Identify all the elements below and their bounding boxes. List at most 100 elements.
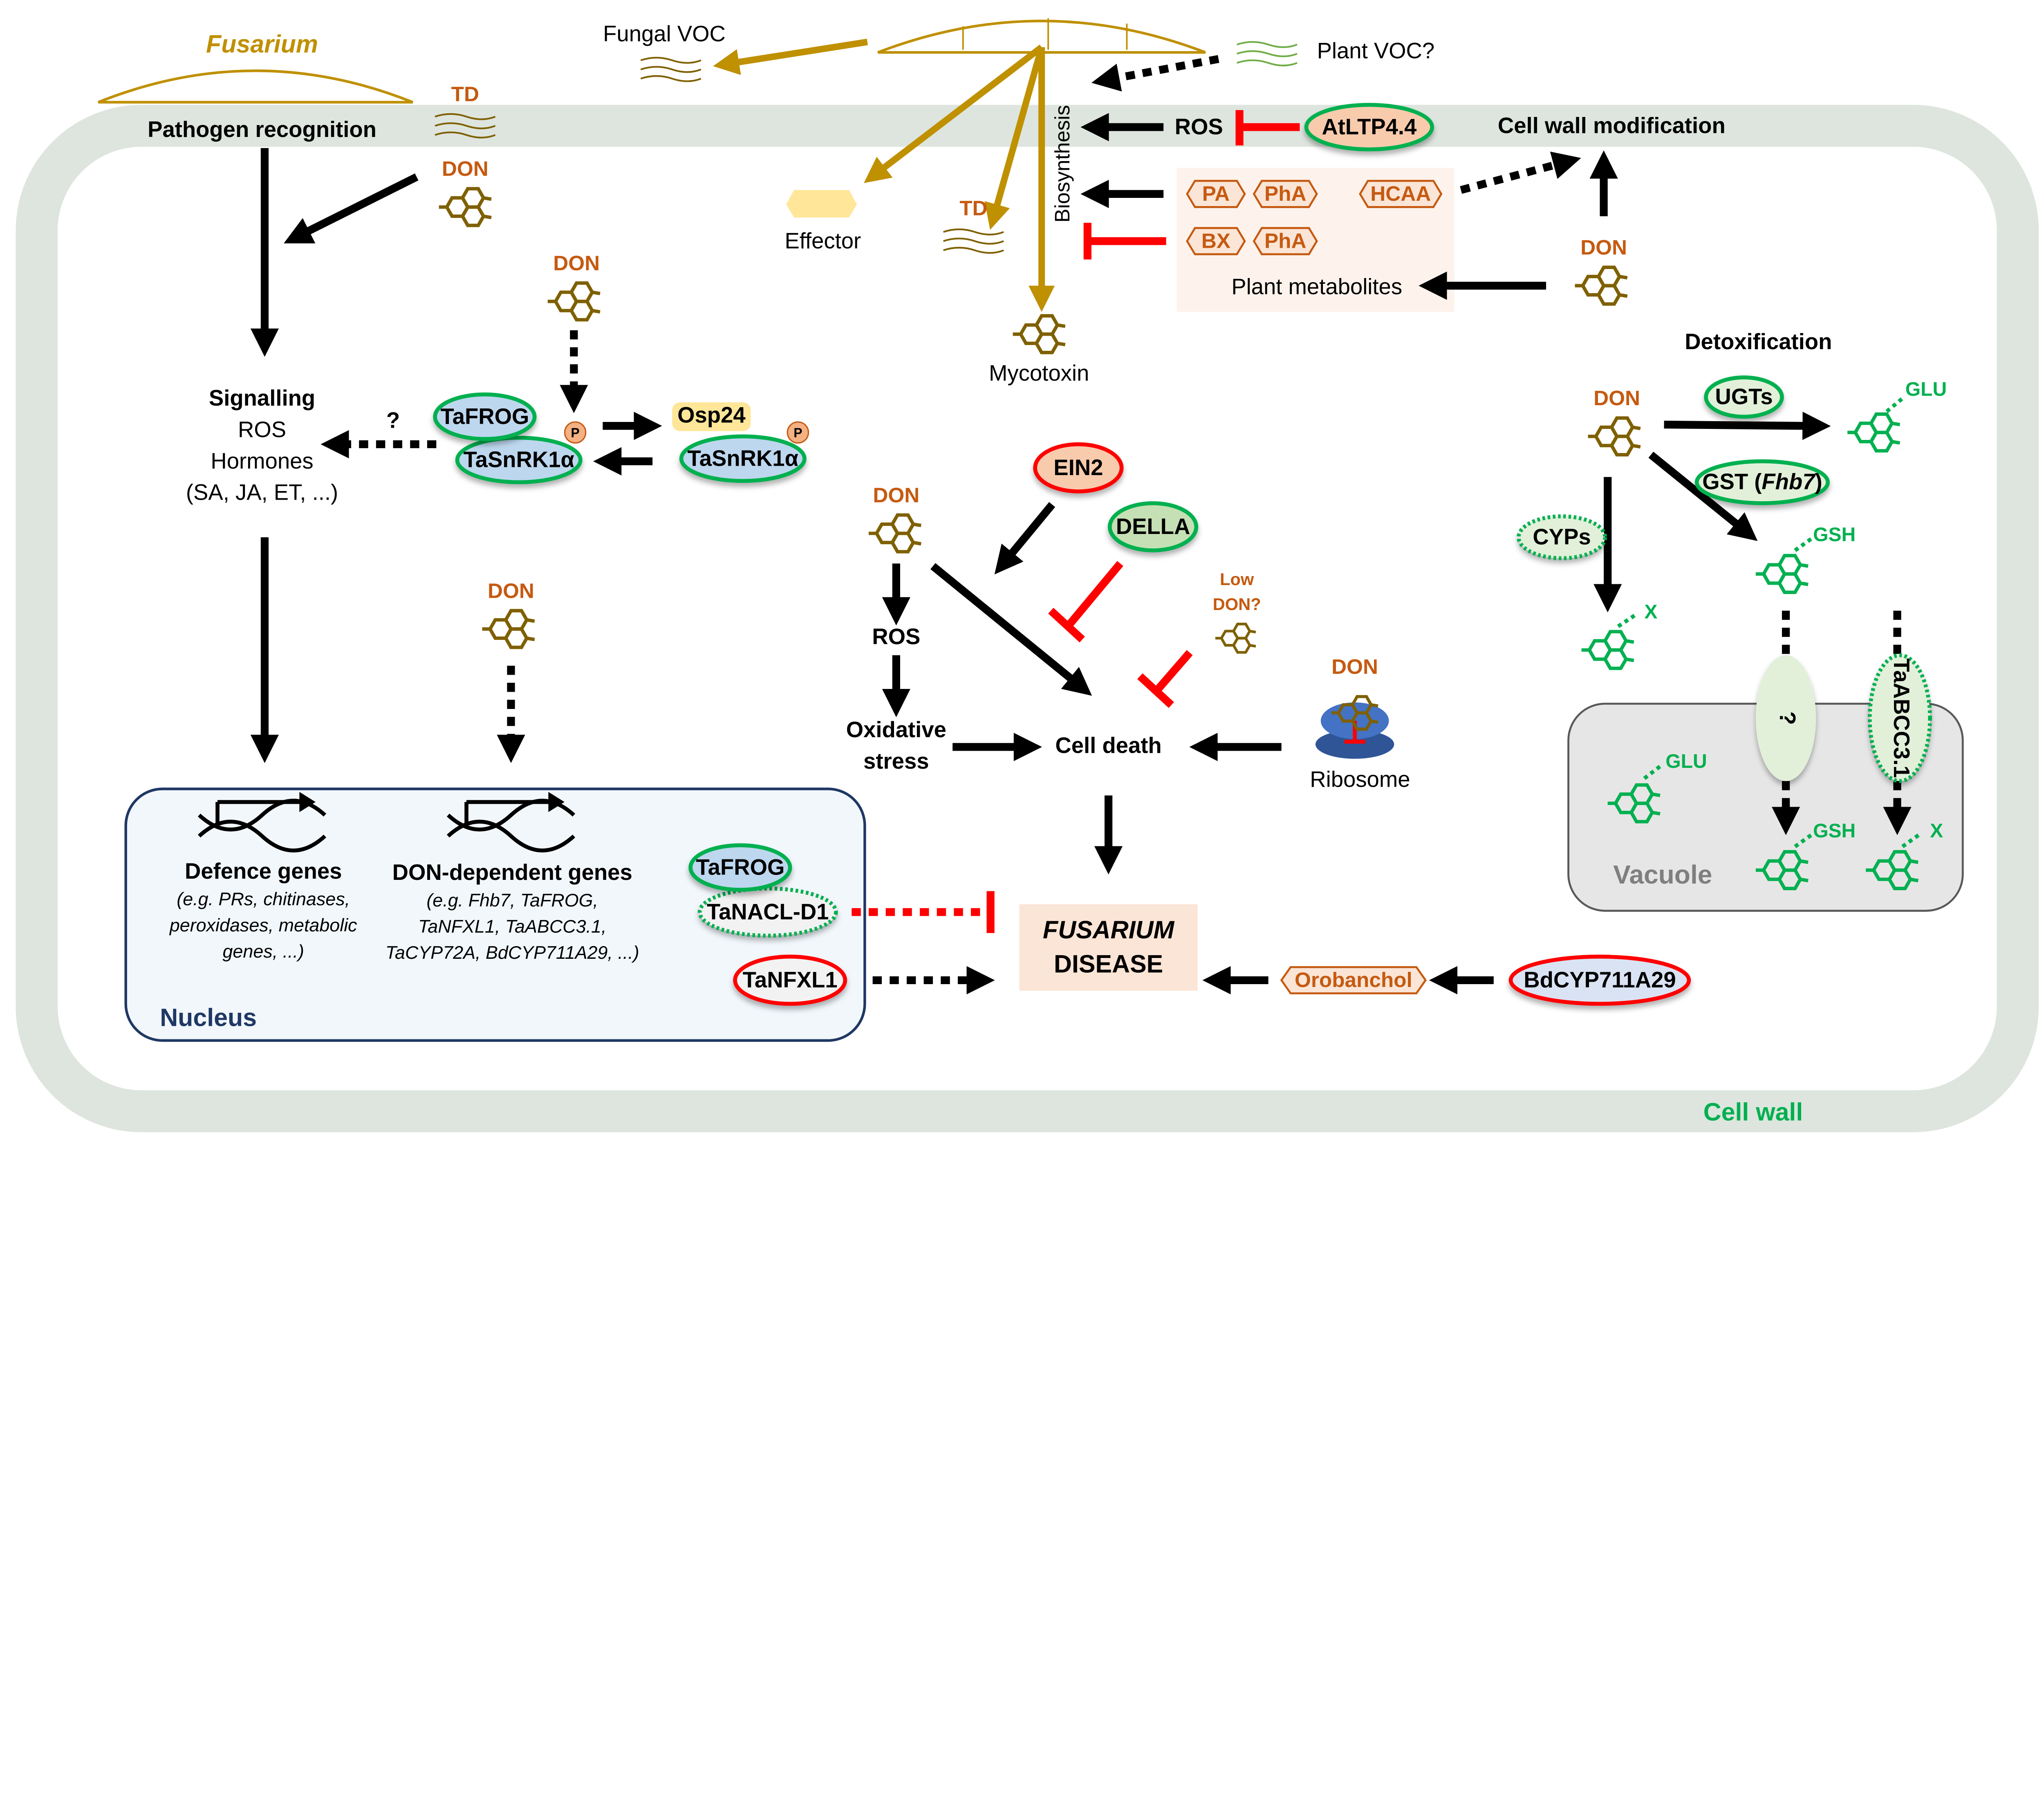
arrow-plant-voc xyxy=(1091,55,1219,92)
defence-genes-title: Defence genes xyxy=(185,859,342,884)
pha-label: PhA xyxy=(1264,182,1307,205)
defence-genes-example-1: (e.g. PRs, chitinases, xyxy=(177,888,350,909)
fusarium-wheat-interaction-diagram: Cell wall Fusarium Fungal VOC Plant VOC?… xyxy=(16,18,2039,1133)
cell-death-label: Cell death xyxy=(1055,733,1161,758)
bdcyp711a29-protein xyxy=(1508,954,1691,1006)
cell-wall xyxy=(16,105,2039,1133)
x-bond xyxy=(1617,611,1639,628)
cell-wall-label: Cell wall xyxy=(1703,1098,1803,1126)
taabcc3-1-transporter xyxy=(1867,653,1932,783)
cyps-label: CYPs xyxy=(1533,525,1591,550)
don-molecule-detox xyxy=(1588,418,1641,455)
orobanchol-label: Orobanchol xyxy=(1295,968,1412,991)
phospho-left-icon xyxy=(564,421,587,444)
don-dependent-example-2: TaNFXL1, TaABCC3.1, xyxy=(418,916,606,937)
phospho-left-label: P xyxy=(571,425,579,440)
td-label-top: TD xyxy=(451,83,479,106)
fusarium-spore-top xyxy=(877,20,1206,54)
signalling-ros: ROS xyxy=(238,417,286,442)
don-label-detox: DON xyxy=(1594,386,1640,410)
low-don-label-2: DON? xyxy=(1213,594,1261,614)
ein2-protein xyxy=(1033,442,1124,493)
arrow-fungus-to-voc xyxy=(713,38,868,75)
cyps-enzyme xyxy=(1516,514,1607,561)
arrow-ugt xyxy=(1664,411,1831,440)
bx-label: BX xyxy=(1201,229,1230,252)
orobanchol-metabolite: Orobanchol xyxy=(1280,966,1427,994)
signalling-title: Signalling xyxy=(209,386,315,411)
ros-label-top: ROS xyxy=(1175,114,1223,139)
arrow-hcaa-to-cellwall xyxy=(1460,151,1581,194)
signalling-hormone-examples: (SA, JA, ET, ...) xyxy=(186,480,338,505)
vacuole-glu-bond xyxy=(1643,763,1663,780)
effector-label: Effector xyxy=(784,228,861,253)
unknown-transporter-label: ? xyxy=(1775,711,1800,725)
don-label-ribosome: DON xyxy=(1331,655,1378,678)
plant-metabolites-label: Plant metabolites xyxy=(1231,274,1402,299)
tafrog-nucleus-protein xyxy=(688,843,792,892)
signalling-hormones: Hormones xyxy=(211,449,313,473)
unknown-transporter xyxy=(1755,655,1816,781)
nucleus xyxy=(124,787,866,1042)
don-molecule-genes xyxy=(482,611,534,648)
dna-icon-don-dependent xyxy=(446,792,576,852)
don-molecule-snrk xyxy=(548,283,600,320)
plant-voc-label: Plant VOC? xyxy=(1317,38,1435,63)
pha-label-2: PhA xyxy=(1264,229,1307,252)
glu-bond xyxy=(1885,397,1904,413)
della-label: DELLA xyxy=(1116,514,1190,539)
inhibit-tanacl-disease xyxy=(852,891,995,933)
vacuole-x-label: X xyxy=(1930,820,1943,842)
nucleus-label: Nucleus xyxy=(160,1004,257,1032)
phospho-right-label: P xyxy=(793,425,802,440)
don-x-molecule xyxy=(1582,632,1634,668)
metabolite-pha-1: PhA xyxy=(1253,179,1318,208)
fungal-voc-label: Fungal VOC xyxy=(603,21,726,46)
effector-icon xyxy=(786,190,857,218)
biosynthesis-label: Biosynthesis xyxy=(1051,105,1074,223)
inhibit-atltp-ros xyxy=(1235,110,1300,146)
don-label-metabolites: DON xyxy=(1580,236,1627,259)
hcaa-label: HCAA xyxy=(1370,182,1431,205)
td-label-mid: TD xyxy=(959,196,987,220)
inhibit-metabolites-biosynthesis xyxy=(1083,222,1166,260)
arrow-fungus-to-effector xyxy=(864,45,1044,183)
tasnrk1a-right-label: TaSnRK1α xyxy=(688,446,799,471)
low-don-label-1: Low xyxy=(1220,570,1254,589)
gsh-bond xyxy=(1794,536,1815,552)
low-don-molecule xyxy=(1215,624,1256,652)
question-mark: ? xyxy=(386,408,400,433)
disease-line2: DISEASE xyxy=(1054,950,1163,978)
detoxification-title: Detoxification xyxy=(1685,329,1832,354)
tafrog-protein xyxy=(433,392,537,441)
gst-text: GST ( xyxy=(1702,469,1762,494)
osp24-label: Osp24 xyxy=(677,403,746,428)
don-molecule-top xyxy=(439,189,491,226)
ugts-enzyme xyxy=(1704,375,1784,419)
don-molecule-ros xyxy=(869,515,921,552)
dna-icon-defence xyxy=(197,792,327,852)
don-gsh-molecule xyxy=(1756,556,1808,592)
don-label-top: DON xyxy=(442,157,489,180)
pa-label: PA xyxy=(1202,182,1230,205)
tafrog-label: TaFROG xyxy=(440,404,529,429)
oxidative-stress-line1: Oxidative xyxy=(846,717,946,742)
pathogen-recognition-label: Pathogen recognition xyxy=(148,117,377,142)
arrow-don-to-celldeath xyxy=(930,563,1092,696)
tanacl-d1-label: TaNACL-D1 xyxy=(707,899,829,924)
don-dependent-genes-title: DON-dependent genes xyxy=(392,860,632,885)
don-glu-molecule xyxy=(1847,414,1900,451)
oxidative-stress-line2: stress xyxy=(863,749,929,774)
ribosome-label: Ribosome xyxy=(1310,767,1410,792)
arrow-ein2-to-celldeath xyxy=(994,502,1056,574)
tafrog-nucleus-label: TaFROG xyxy=(696,855,784,879)
don-label-snrk: DON xyxy=(553,251,600,275)
gst-fhb7-label: GST (Fhb7) xyxy=(1702,469,1822,494)
tasnrk1a-left-label: TaSnRK1α xyxy=(463,447,574,472)
mycotoxin-molecule xyxy=(1013,316,1065,352)
ugts-label: UGTs xyxy=(1715,384,1773,409)
glu-label: GLU xyxy=(1905,378,1947,400)
defence-genes-example-3: genes, ...) xyxy=(222,941,304,962)
ros-label-celldeath: ROS xyxy=(872,624,920,649)
don-dependent-example-3: TaCYP72A, BdCYP711A29, ...) xyxy=(385,942,639,963)
